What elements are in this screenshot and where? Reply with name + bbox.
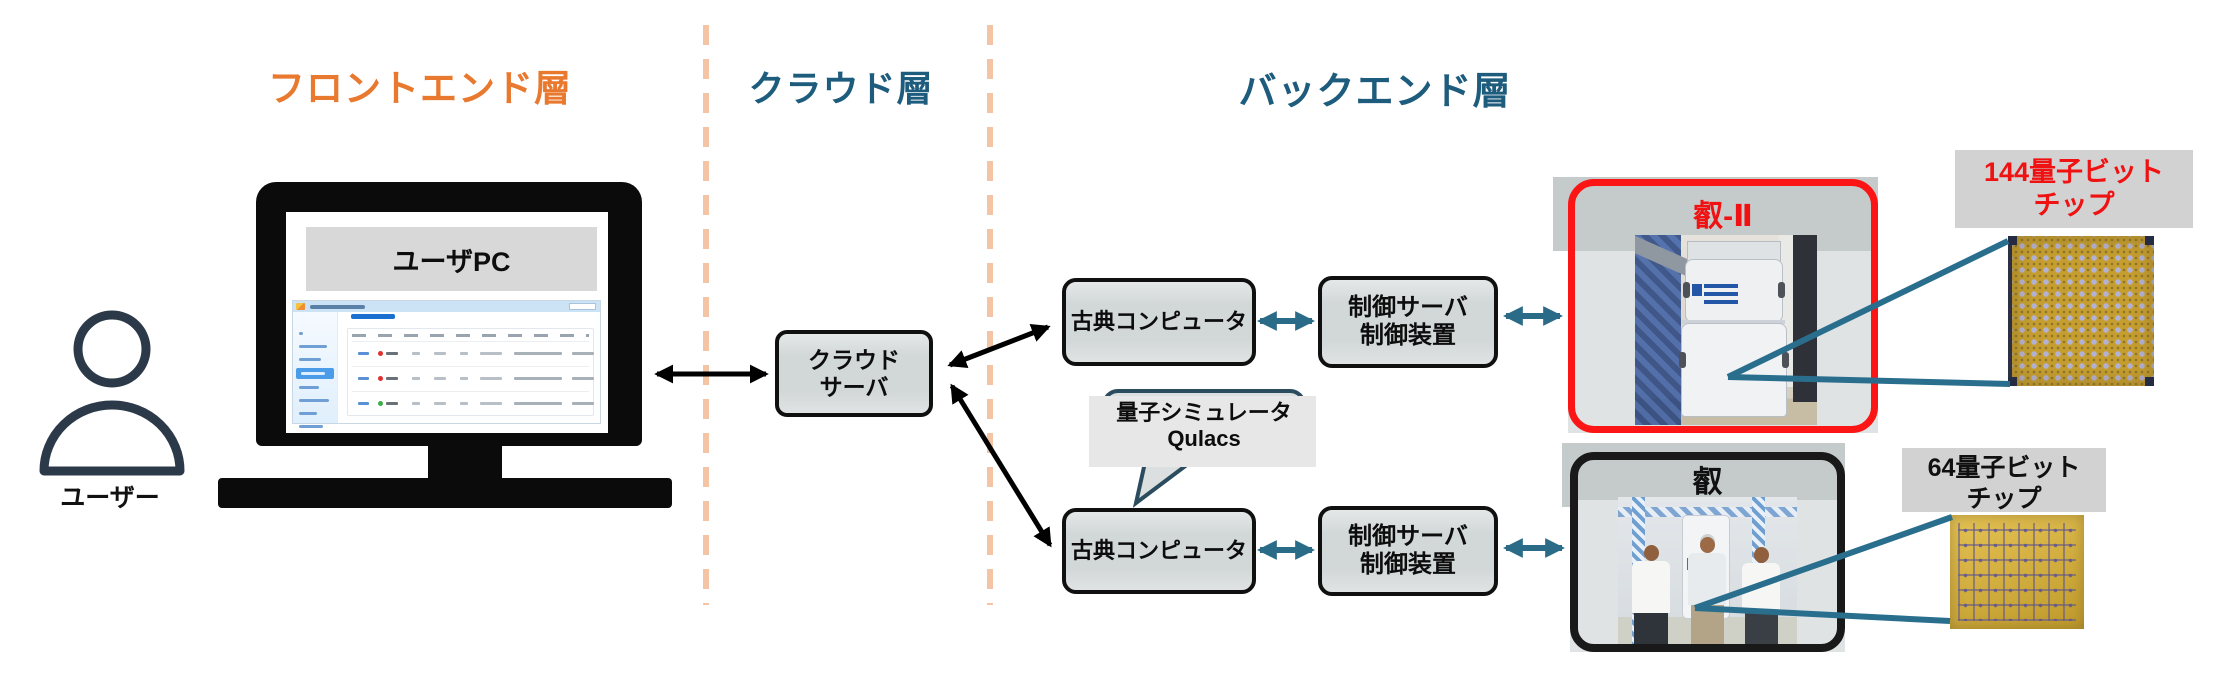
browser-sidebar xyxy=(293,312,338,428)
sidebar-item xyxy=(299,332,303,335)
sidebar-item xyxy=(299,399,329,402)
layer-divider-right xyxy=(987,25,993,605)
arrow-cloud-classical-bottom xyxy=(949,383,1053,548)
user-icon xyxy=(39,310,185,476)
sidebar-item xyxy=(299,358,321,361)
control-server-bottom-line2: 制御装置 xyxy=(1360,551,1456,578)
device-table-row xyxy=(352,366,594,391)
monitor-base xyxy=(218,478,672,508)
classical-computer-top-label: 古典コンピュータ xyxy=(1070,309,1247,335)
control-server-top-line1: 制御サーバ xyxy=(1348,294,1468,322)
device-list-heading xyxy=(351,314,395,319)
cloud-layer-title: クラウド層 xyxy=(748,68,934,109)
control-server-top-box: 制御サーバ 制御装置 xyxy=(1305,276,1508,372)
classical-computer-top-box: 古典コンピュータ xyxy=(1049,278,1266,370)
sidebar-item xyxy=(299,412,317,415)
sidebar-item xyxy=(299,425,323,428)
monitor-stand xyxy=(428,444,502,480)
browser-title-bar xyxy=(310,305,365,309)
chip-144-line2: チップ xyxy=(2033,189,2115,220)
chip-144-photo xyxy=(2008,236,2154,386)
cloud-server-label-line2: サーバ xyxy=(819,373,889,400)
layer-divider-left xyxy=(703,25,709,605)
frontend-layer-title: フロントエンド層 xyxy=(268,68,572,109)
cloud-server-box: クラウド サーバ xyxy=(775,330,933,417)
device-table-header xyxy=(352,334,589,337)
handle-graphic xyxy=(1679,352,1686,368)
device-table-row xyxy=(352,341,594,366)
control-server-top-line2: 制御装置 xyxy=(1360,322,1456,349)
sidebar-item xyxy=(299,386,319,389)
cloud-server-label-line1: クラウド xyxy=(808,346,900,373)
browser-logo-icon xyxy=(296,303,305,310)
device-table-row xyxy=(352,391,594,416)
backend-layer-title: バックエンド層 xyxy=(1238,71,1512,113)
arrow-cloud-classical-top xyxy=(947,323,1051,369)
device-table xyxy=(347,328,594,416)
chip-64-line1: 64量子ビット xyxy=(1927,454,2081,482)
browser-topbar xyxy=(293,301,600,312)
user-pc-label: ユーザPC xyxy=(306,227,597,291)
control-server-bottom-box: 制御サーバ 制御装置 xyxy=(1305,506,1508,600)
quantum-simulator-line2: Qulacs xyxy=(1167,426,1241,451)
classical-computer-bottom-box: 古典コンピュータ xyxy=(1049,508,1266,598)
chip-64-line2: チップ xyxy=(1966,484,2042,513)
control-server-bottom-line1: 制御サーバ xyxy=(1348,523,1468,551)
classical-computer-bottom-label: 古典コンピュータ xyxy=(1070,538,1247,564)
browser-dropdown xyxy=(569,303,596,310)
beam-graphic xyxy=(1618,507,1797,517)
quantum-simulator-box: 量子シミュレータ Qulacs xyxy=(1089,389,1316,467)
chip-64-label: 64量子ビット チップ xyxy=(1902,448,2106,513)
sidebar-item-active xyxy=(296,368,334,379)
quantum-simulator-line1: 量子シミュレータ xyxy=(1116,400,1292,426)
chip-144-label: 144量子ビット チップ xyxy=(1955,150,2193,228)
chip-144-line1: 144量子ビット xyxy=(1983,157,2165,187)
ei2-label: 叡-Ⅱ xyxy=(1693,200,1753,233)
browser-screenshot xyxy=(292,300,601,428)
chip-64-photo xyxy=(1950,515,2084,629)
ei-label: 叡 xyxy=(1692,466,1723,499)
handle-graphic xyxy=(1683,282,1690,298)
user-label: ユーザー xyxy=(60,484,160,512)
sidebar-item xyxy=(299,345,327,348)
riken-logo-graphic xyxy=(1692,284,1702,296)
